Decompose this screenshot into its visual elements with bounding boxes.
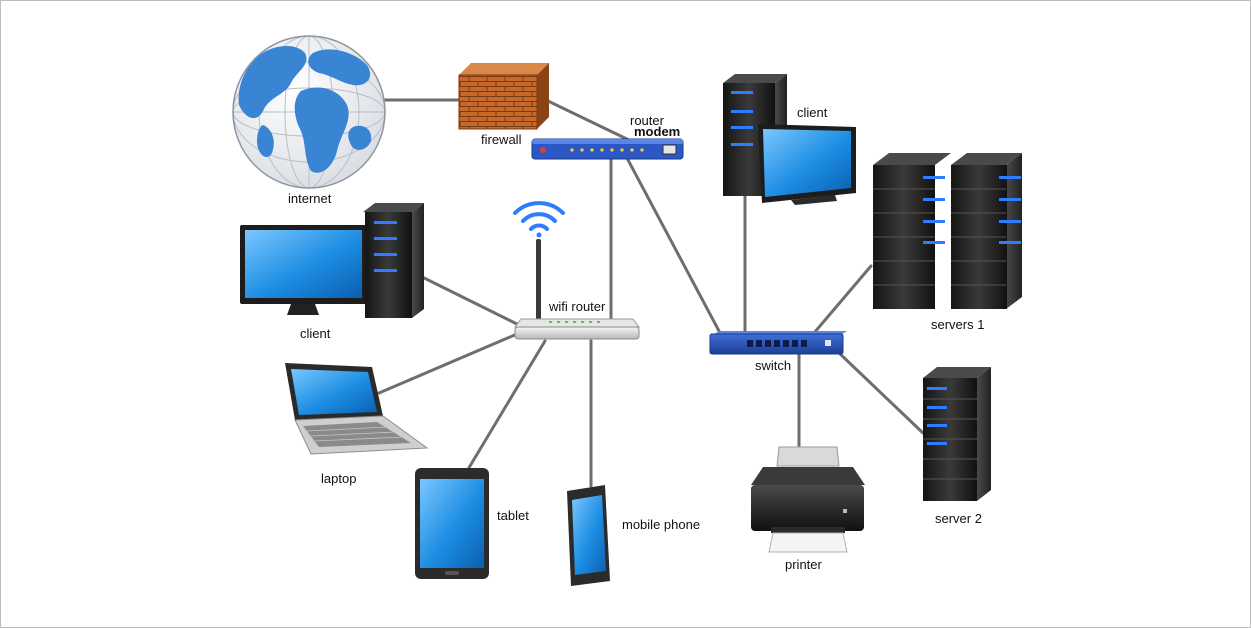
- internet-label: internet: [288, 191, 332, 206]
- cable-switch-server2: [835, 349, 925, 435]
- client-top-label: client: [797, 105, 828, 120]
- wifi-router-label: wifi router: [549, 299, 606, 314]
- cable-tablet-wifirouter: [465, 339, 547, 473]
- mobile-phone-icon: [567, 485, 610, 586]
- server-rack-icon-servers-1: [873, 153, 1022, 309]
- wifi-signal-icon: [513, 201, 565, 238]
- wifi-router-icon: [514, 239, 640, 340]
- router-label: router: [630, 113, 664, 128]
- tablet-label: tablet: [497, 508, 529, 523]
- client-left-label: client: [300, 326, 331, 341]
- printer-icon: [751, 446, 865, 553]
- firewall-icon: [458, 63, 549, 130]
- client-tower-monitor-icon: [723, 74, 856, 205]
- tablet-icon: [415, 468, 489, 579]
- modem-label: modem: [634, 124, 681, 139]
- servers-1-label: servers 1: [931, 317, 985, 332]
- cable-servers-switch: [812, 264, 873, 335]
- laptop-icon: [285, 363, 429, 455]
- switch-label: switch: [755, 358, 792, 373]
- modem-router-icon: [531, 138, 684, 160]
- cable-client-wifirouter: [404, 267, 523, 328]
- firewall-label: firewall: [481, 132, 522, 147]
- cables: [377, 98, 925, 488]
- server-rack-icon-server-2: [923, 367, 991, 501]
- printer-label: printer: [785, 557, 822, 572]
- desktop-client-icon: [240, 203, 424, 318]
- globe-icon: [232, 35, 386, 189]
- cable-laptop-wifirouter: [377, 332, 519, 395]
- cable-modem-switch: [625, 156, 721, 333]
- laptop-label: laptop: [321, 471, 357, 486]
- server-2-label: server 2: [935, 511, 982, 526]
- mobile-phone-label: mobile phone: [622, 517, 701, 532]
- cable-firewall-modem: [546, 99, 633, 143]
- switch-icon: [709, 331, 847, 355]
